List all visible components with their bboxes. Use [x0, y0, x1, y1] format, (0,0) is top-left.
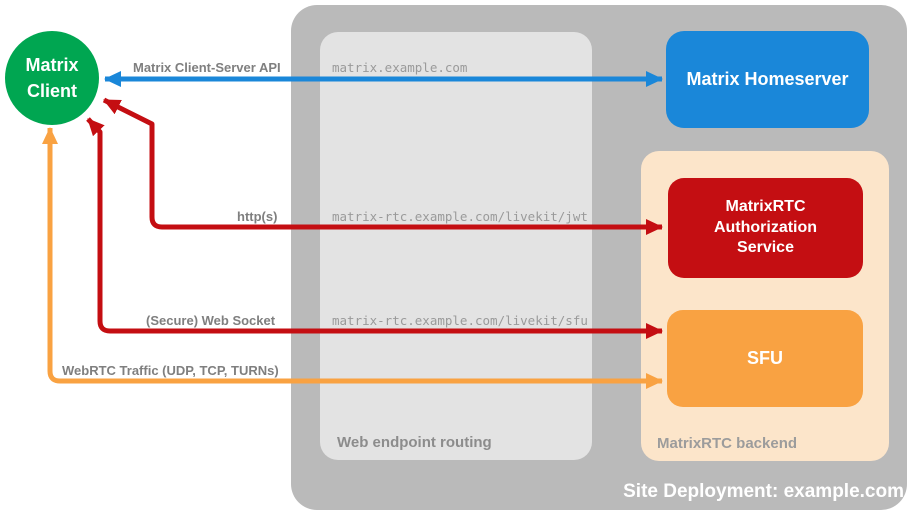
endpoint-livekit-sfu: matrix-rtc.example.com/livekit/sfu — [332, 313, 588, 328]
endpoint-matrix-example-com: matrix.example.com — [332, 60, 468, 75]
matrix-client-node: Matrix Client — [5, 31, 99, 125]
matrix-homeserver-node: Matrix Homeserver — [666, 31, 869, 128]
https-label: http(s) — [237, 209, 278, 224]
web-endpoint-routing-label: Web endpoint routing — [337, 434, 492, 451]
sfu-label: SFU — [747, 348, 783, 368]
sfu-node: SFU — [667, 310, 863, 407]
matrixrtc-authorization-service-label: MatrixRTC Authorization Service — [713, 197, 818, 257]
secure-web-socket-label: (Secure) Web Socket — [146, 313, 276, 328]
webrtc-traffic-label: WebRTC Traffic (UDP, TCP, TURNs) — [62, 363, 279, 378]
matrix-client-label: Matrix Client — [25, 54, 79, 101]
web-endpoint-routing-group: Web endpoint routing — [320, 32, 592, 460]
site-deployment-caption: Site Deployment: example.com — [623, 481, 904, 502]
matrixrtc-backend-label: MatrixRTC backend — [657, 435, 798, 452]
matrixrtc-authorization-service-node: MatrixRTC Authorization Service — [668, 178, 863, 278]
client-server-api-label: Matrix Client-Server API — [133, 60, 281, 75]
matrix-homeserver-label: Matrix Homeserver — [686, 69, 849, 89]
endpoint-livekit-jwt: matrix-rtc.example.com/livekit/jwt — [332, 209, 588, 224]
